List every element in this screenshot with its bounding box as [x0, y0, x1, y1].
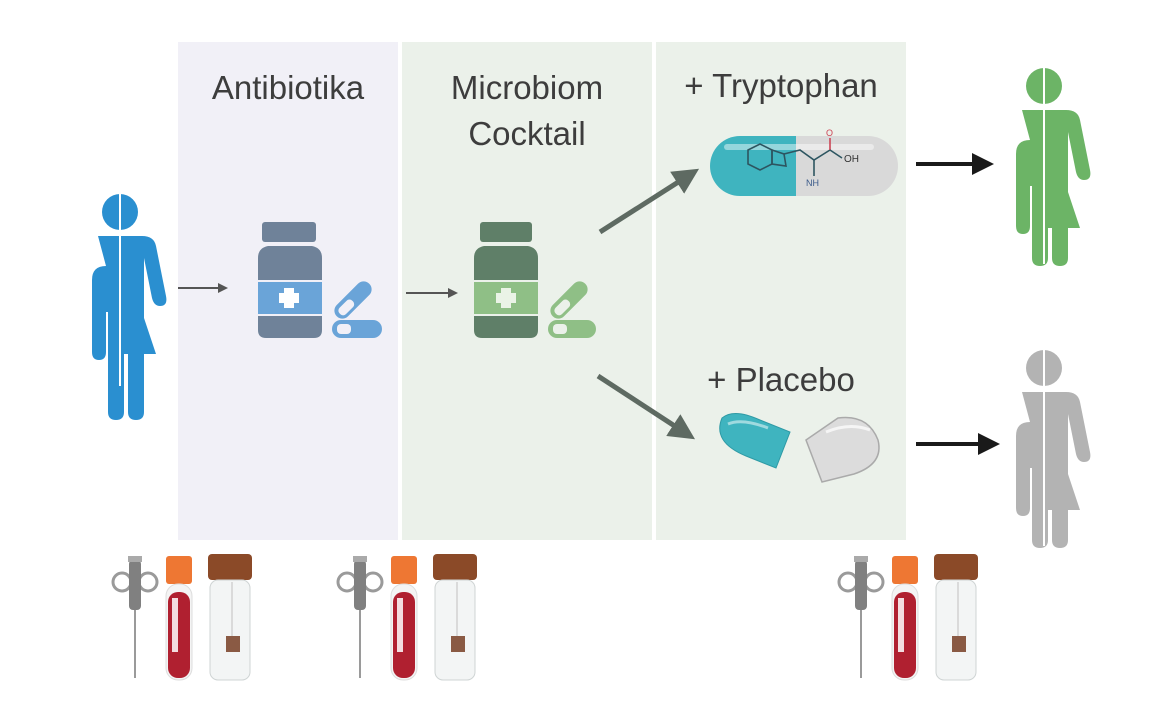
molecule-o-label: O: [826, 128, 833, 138]
person-placebo-icon: [1016, 346, 1091, 548]
sample-set-post-antibiotic: [336, 552, 479, 682]
tryptophan-capsule-icon: O OH NH: [710, 128, 898, 196]
molecule-nh-label: NH: [806, 178, 819, 188]
blood-tube-icon: [165, 556, 193, 681]
stool-sample-tube-icon: [208, 554, 252, 681]
branch-label-tryptophan: + Tryptophan: [684, 67, 878, 104]
branch-label-placebo: + Placebo: [707, 361, 855, 398]
arrow-to-placebo: [596, 373, 696, 440]
placebo-capsule-teal-icon: [719, 413, 791, 469]
sample-set-baseline: [111, 554, 252, 681]
arrow-to-tryptophan: [598, 168, 700, 235]
antibiotic-bottle-icon: [258, 222, 322, 338]
person-start-icon: [92, 190, 167, 420]
stage-label-cocktail: Cocktail: [468, 115, 586, 152]
sample-set-final: [837, 552, 980, 682]
antibiotic-pills-icon: [332, 281, 382, 338]
molecule-oh-label: OH: [844, 154, 859, 165]
stage-label-microbiom: Microbiom: [450, 69, 604, 106]
person-tryptophan-icon: [1016, 64, 1091, 266]
placebo-capsule-white-icon: [805, 416, 880, 483]
biopsy-needle-icon: [111, 556, 159, 678]
microbiome-pills-icon: [548, 281, 596, 338]
stage-label-antibiotika: Antibiotika: [211, 69, 365, 106]
microbiome-bottle-icon: [474, 222, 538, 338]
